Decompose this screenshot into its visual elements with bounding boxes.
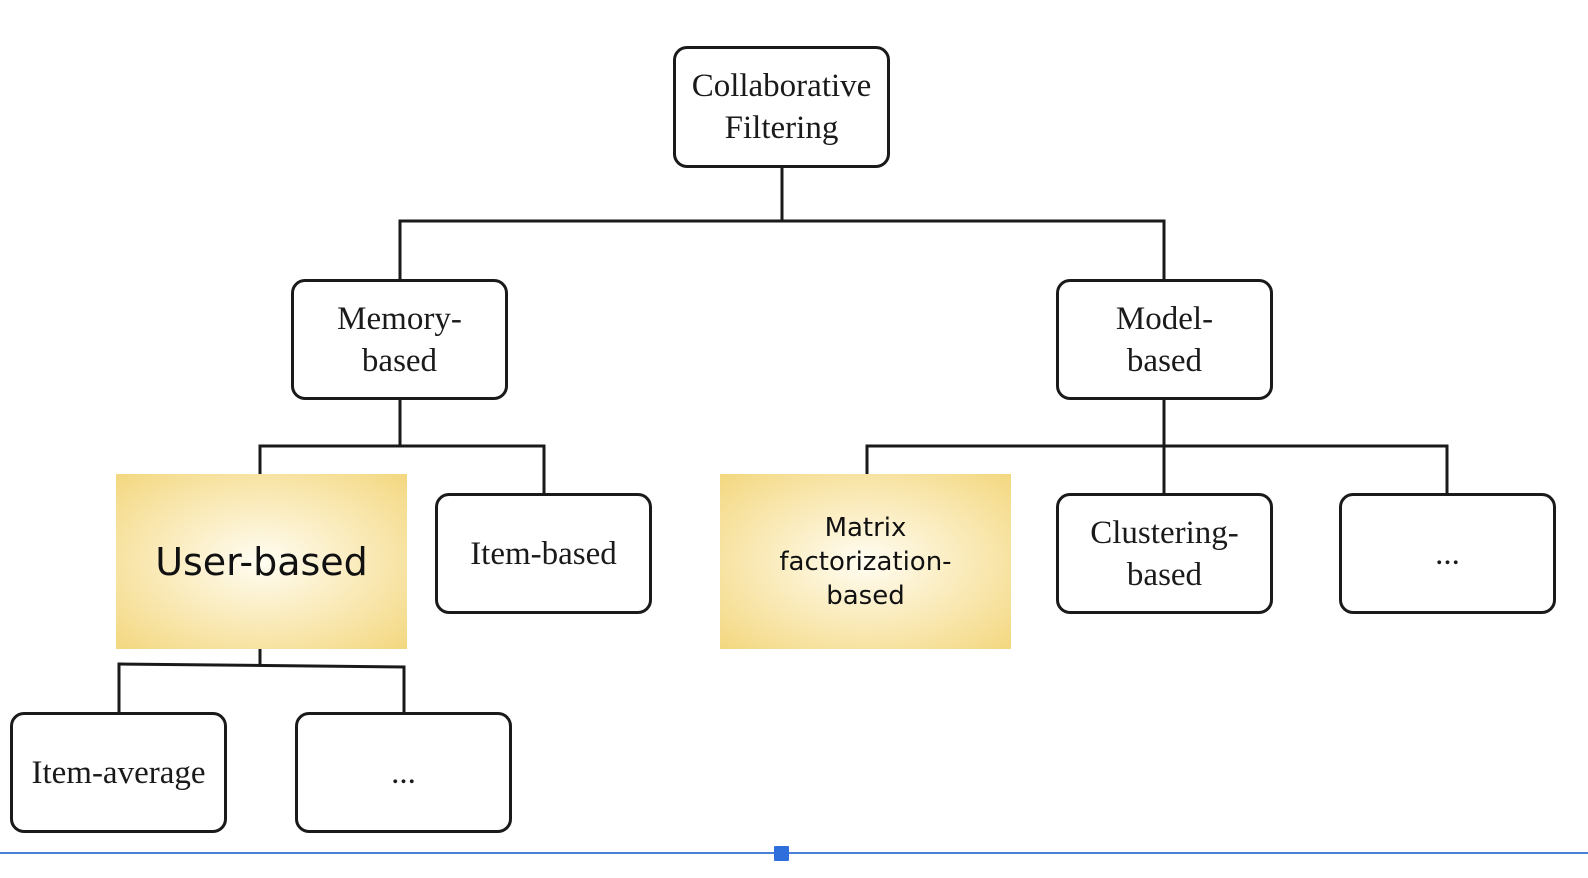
node-line: User-based [155, 539, 368, 584]
node-model-more: ... [1339, 493, 1556, 614]
node-line: Item-based [470, 535, 617, 572]
node-line: Model- [1115, 300, 1214, 337]
node-line: ... [391, 754, 416, 791]
node-user-more: ... [295, 712, 512, 833]
resize-handle[interactable] [774, 846, 789, 861]
node-line: factorization- [779, 546, 952, 577]
node-line: Collaborative [691, 68, 872, 104]
node-line: Matrix [824, 512, 907, 543]
node-line: Memory- [337, 300, 462, 337]
node-line: Filtering [724, 110, 839, 146]
node-line: based [1126, 342, 1203, 379]
node-line: ... [1435, 535, 1460, 572]
node-item-average: Item-average [10, 712, 227, 833]
selection-guide-line [0, 852, 1588, 854]
node-matrix-factorization-highlighted: Matrix factorization- based [720, 474, 1011, 649]
node-item-based: Item-based [435, 493, 652, 614]
node-line: Clustering- [1090, 514, 1239, 551]
node-clustering-based: Clustering- based [1056, 493, 1273, 614]
node-line: Item-average [31, 754, 206, 791]
node-line: based [361, 342, 438, 379]
node-line: based [1126, 556, 1203, 593]
node-memory-based: Memory- based [291, 279, 508, 400]
node-line: based [826, 580, 905, 611]
edge-user-bar [117, 662, 406, 669]
node-user-based-highlighted: User-based [116, 474, 407, 649]
node-collaborative-filtering: Collaborative Filtering [673, 46, 890, 168]
node-model-based: Model- based [1056, 279, 1273, 400]
